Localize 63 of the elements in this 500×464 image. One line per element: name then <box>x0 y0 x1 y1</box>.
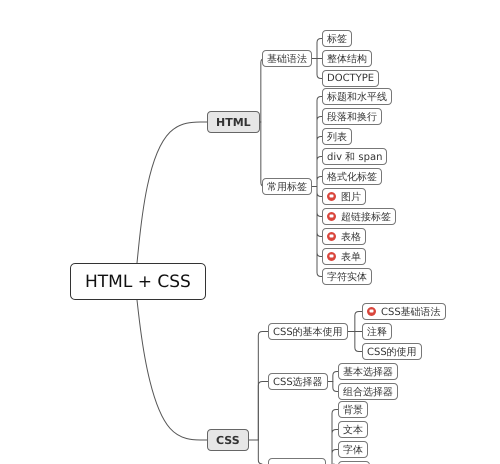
connector-line <box>136 300 208 440</box>
subtopic-box <box>262 50 312 67</box>
subtopic-box <box>322 88 392 105</box>
subtopic-box <box>322 148 388 165</box>
topic-text: 基本选择器 <box>343 366 393 378</box>
topic-text: 段落和换行 <box>327 110 377 124</box>
connector-line <box>312 186 322 277</box>
topic-text: CSS的基本使用 <box>273 326 343 338</box>
topic-text: 图片 <box>341 190 361 204</box>
subtopic-box <box>322 268 372 285</box>
topic-text: CSS选择器 <box>273 376 323 388</box>
topic-text: 表单 <box>341 250 361 264</box>
topic-text: CSS基础语法 <box>381 306 441 318</box>
topic-text: HTML <box>216 116 251 128</box>
subtopic-box <box>322 168 382 185</box>
topic-text: HTML + CSS <box>85 272 191 292</box>
subtopic-box <box>362 323 392 340</box>
topic-text: CSS <box>216 434 240 446</box>
topic-text: 背景 <box>343 404 363 416</box>
topic-text: CSS的使用 <box>367 346 417 358</box>
subtopic-box <box>338 441 368 458</box>
topic-text: 标题和水平线 <box>327 90 387 104</box>
connector-line <box>327 381 338 392</box>
subtopic-box <box>322 248 366 265</box>
root-topic-box <box>70 263 206 300</box>
topic-text: 组合选择器 <box>343 386 393 398</box>
topic-text: DOCTYPE <box>327 73 374 84</box>
subtopic-box <box>322 128 352 145</box>
topic-text: 字符实体 <box>327 270 367 284</box>
subtopic-box <box>338 421 368 438</box>
connector-line <box>312 58 322 79</box>
topic-text: 文本 <box>343 424 363 436</box>
subtopic-box <box>338 363 398 380</box>
topic-text: 整体结构 <box>327 52 367 66</box>
topic-text: 表格 <box>341 230 361 244</box>
topic-text: 列表 <box>327 130 347 144</box>
topic-text: 注释 <box>367 326 387 338</box>
main-topic-box <box>207 111 260 133</box>
connector-line <box>332 449 338 464</box>
topic-text: 字体 <box>343 444 363 456</box>
connector-line <box>136 122 208 264</box>
topic-text: 基础语法 <box>267 52 307 66</box>
subtopic-box <box>322 30 352 47</box>
subtopic-box <box>322 208 396 225</box>
topic-text: 格式化标签 <box>327 170 377 184</box>
topic-text: 标签 <box>327 32 347 46</box>
subtopic-box <box>322 50 372 67</box>
subtopic-box <box>262 178 312 195</box>
subtopic-box <box>268 373 328 390</box>
subtopic-box <box>338 383 398 400</box>
subtopic-box <box>322 228 366 245</box>
topic-text: div 和 span <box>327 150 382 164</box>
subtopic-box <box>338 401 368 418</box>
main-topic-box <box>207 429 249 451</box>
topic-text: 超链接标签 <box>341 210 391 224</box>
connector-line <box>347 331 362 352</box>
subtopic-box <box>362 303 446 320</box>
topic-text: 常用标签 <box>267 180 307 194</box>
subtopic-box <box>268 323 348 340</box>
subtopic-box <box>362 343 422 360</box>
subtopic-box <box>322 108 382 125</box>
subtopic-box <box>322 188 366 205</box>
subtopic-box <box>322 70 380 87</box>
